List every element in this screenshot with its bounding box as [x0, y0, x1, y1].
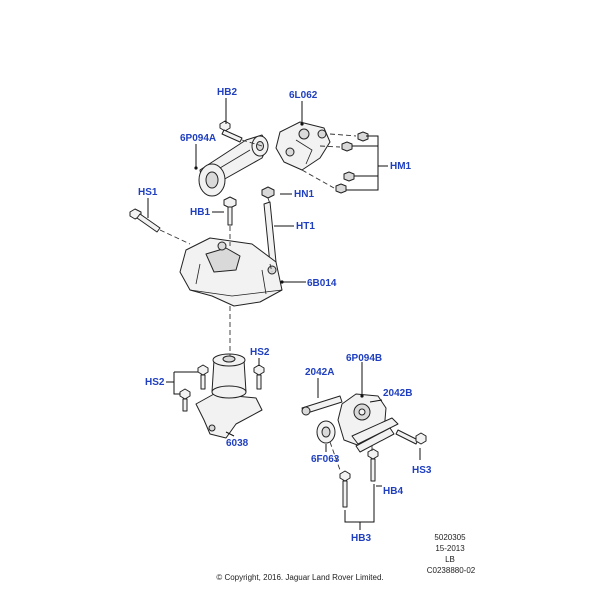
nuts-hm1 [335, 131, 369, 194]
label-6p094b: 6P094B [346, 353, 382, 364]
bolt-hb3 [339, 470, 351, 508]
bolt-hs1 [129, 208, 161, 233]
bolts-hs2-left [179, 364, 209, 412]
label-hs3: HS3 [412, 465, 432, 476]
mount-6p094b [337, 393, 399, 447]
mount-bracket-6b014 [179, 237, 283, 307]
label-6b014: 6B014 [307, 278, 337, 289]
bolt-hs2-right [253, 364, 265, 390]
link-2042a [301, 395, 343, 416]
bracket-6l062 [275, 121, 331, 171]
assembly-dashed-lines [159, 133, 373, 471]
label-2042b: 2042B [383, 388, 412, 399]
bolt-hb2-top [219, 120, 243, 143]
part-labels: HB2 6L062 6P094A HM1 HS1 HN1 HB1 HT1 6B0… [138, 87, 432, 544]
date-code: 15-2013 [435, 544, 465, 553]
lb-code: LB [445, 555, 455, 564]
insulator-6f063 [316, 420, 336, 444]
mount-6038 [195, 353, 263, 439]
ref-number: 5020305 [434, 533, 466, 542]
label-hn1: HN1 [294, 189, 314, 200]
copyright-notice: © Copyright, 2016. Jaguar Land Rover Lim… [216, 573, 384, 582]
bolt-hb4 [367, 448, 379, 482]
label-6l062: 6L062 [289, 90, 318, 101]
leader-lines [147, 98, 421, 530]
label-hs2-right: HS2 [250, 347, 270, 358]
nut-hn1 [261, 186, 275, 199]
label-hs1: HS1 [138, 187, 158, 198]
label-ht1: HT1 [296, 221, 315, 232]
label-hb2-top: HB2 [217, 87, 237, 98]
label-hb1: HB1 [190, 207, 210, 218]
label-hs2-left: HS2 [145, 377, 165, 388]
catalog-code: C0238880-02 [426, 566, 476, 575]
label-hm1: HM1 [390, 161, 412, 172]
bolt-hb1 [223, 196, 237, 226]
label-hb4: HB4 [383, 486, 403, 497]
link-2042b [355, 427, 395, 453]
label-6f063: 6F063 [311, 454, 340, 465]
label-6p094a: 6P094A [180, 133, 216, 144]
bolt-hs3 [395, 429, 427, 445]
label-2042a: 2042A [305, 367, 334, 378]
label-6038: 6038 [226, 438, 249, 449]
label-hb3: HB3 [351, 533, 371, 544]
torque-rod-6p094a [198, 134, 269, 197]
